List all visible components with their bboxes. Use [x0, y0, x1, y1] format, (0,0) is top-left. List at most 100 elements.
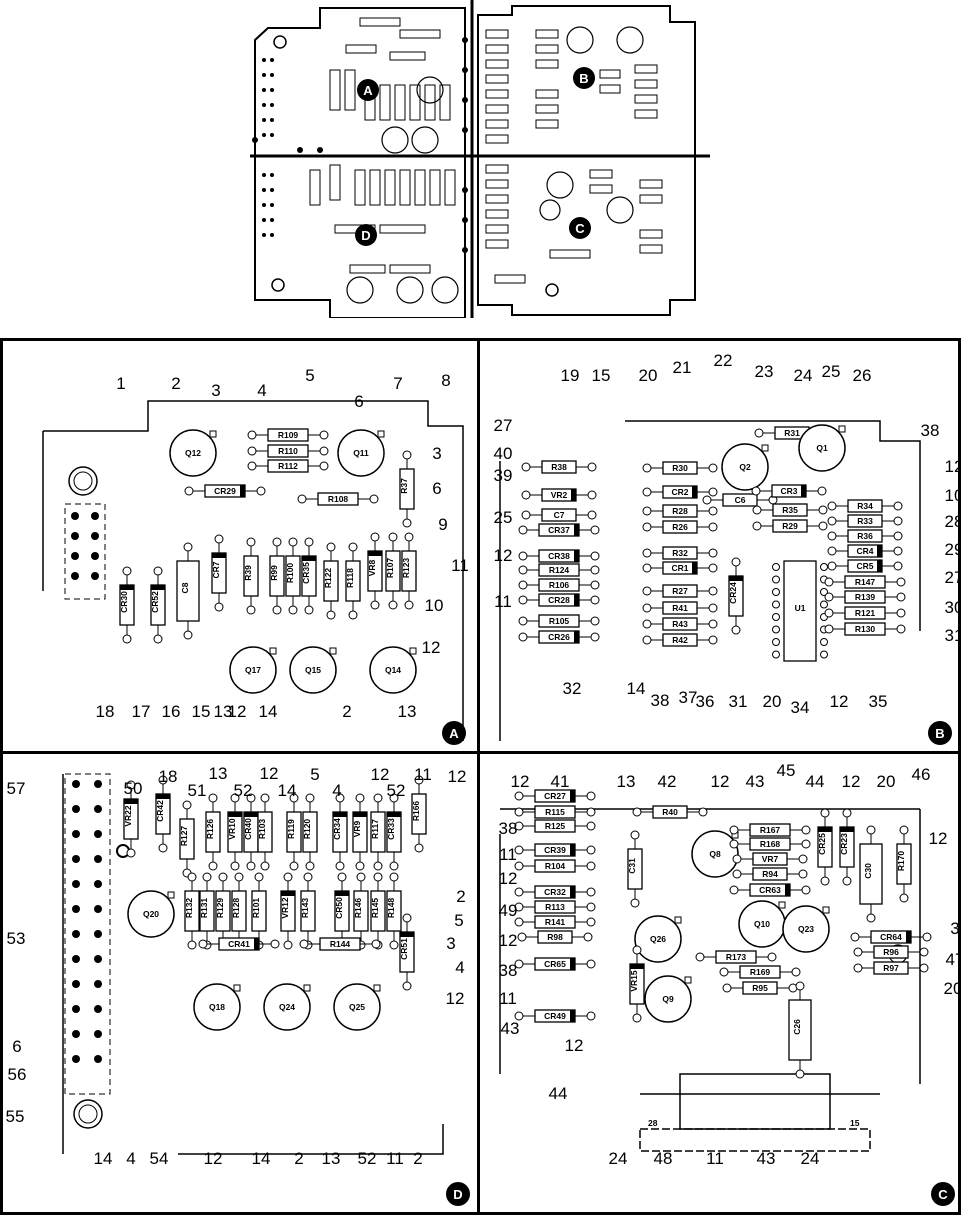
- component-r29: R29: [752, 519, 828, 533]
- component-q8: Q8: [691, 830, 739, 878]
- component-label: Q20: [143, 909, 159, 919]
- component-r105: R105: [518, 614, 600, 628]
- callout-11: 11: [706, 1149, 724, 1168]
- callout-49: 49: [499, 901, 518, 920]
- component-r101: R101: [251, 872, 267, 950]
- callout-22: 22: [714, 351, 733, 370]
- svg-text:A: A: [363, 83, 373, 98]
- component-label: R105: [549, 616, 570, 626]
- component-u1: U1: [772, 560, 828, 662]
- component-label: VR9: [352, 820, 362, 837]
- component-label: CR51: [399, 938, 409, 960]
- callout-37: 37: [679, 688, 698, 707]
- component-label: Q17: [245, 665, 261, 675]
- callout-3: 3: [211, 381, 220, 400]
- component-label: CR30: [119, 591, 129, 613]
- component-label: C30: [863, 863, 873, 879]
- component-r125: R125: [514, 819, 596, 833]
- zone-a-marker: A: [357, 79, 379, 101]
- component-c30: C30: [859, 825, 883, 923]
- component-label: CR38: [548, 551, 570, 561]
- component-label: R141: [545, 917, 566, 927]
- callout-24: 24: [794, 366, 813, 385]
- component-r35: R35: [752, 503, 828, 517]
- callout-31: 31: [729, 692, 748, 711]
- component-label: Q18: [209, 1002, 225, 1012]
- component-label: VR7: [762, 854, 779, 864]
- component-label: R100: [285, 563, 295, 584]
- component-label: R32: [672, 548, 688, 558]
- callout-30: 30: [945, 598, 958, 617]
- component-vr15: VR15: [629, 945, 645, 1023]
- component-r40: R40: [632, 805, 708, 819]
- component-r42: R42: [642, 633, 718, 647]
- component-q12: Q12: [169, 429, 217, 477]
- component-vr22: VR22: [123, 780, 139, 858]
- component-label: R31: [784, 428, 800, 438]
- component-cr42: CR42: [155, 775, 171, 853]
- callout-44: 44: [549, 1084, 568, 1103]
- component-label: R30: [672, 463, 688, 473]
- component-r34: R34: [827, 499, 903, 513]
- callout-12: 12: [499, 931, 518, 950]
- callout-12: 12: [371, 765, 390, 784]
- component-r37: R37: [399, 450, 415, 528]
- callout-26: 26: [853, 366, 872, 385]
- component-cr39: CR39: [514, 843, 596, 857]
- callout-46: 46: [912, 765, 931, 784]
- component-label: R106: [549, 580, 570, 590]
- component-label: CR24: [728, 582, 738, 604]
- component-label: R107: [385, 558, 395, 579]
- panel-c-badge: C: [938, 1187, 948, 1202]
- callout-38: 38: [651, 691, 670, 710]
- component-cr40: CR40: [243, 793, 259, 871]
- component-label: CR65: [544, 959, 566, 969]
- callout-10: 10: [425, 596, 444, 615]
- component-r146: R146: [353, 872, 369, 950]
- component-r173: R173: [695, 950, 777, 964]
- component-label: R147: [855, 577, 876, 587]
- component-r103: R103: [257, 793, 273, 871]
- component-label: CR32: [544, 887, 566, 897]
- component-r33: R33: [827, 514, 903, 528]
- component-r132: R132: [184, 872, 200, 950]
- component-r98: R98: [517, 930, 593, 944]
- component-r113: R113: [514, 900, 596, 914]
- component-r107: R107: [385, 532, 401, 610]
- component-r38: R38: [521, 460, 597, 474]
- component-label: R139: [855, 592, 876, 602]
- callout-34: 34: [791, 698, 810, 717]
- component-label: R128: [231, 898, 241, 919]
- component-c26: C26: [788, 981, 812, 1079]
- component-r120: R120: [302, 793, 318, 871]
- component-label: R104: [545, 861, 566, 871]
- callout-3: 3: [950, 919, 958, 938]
- component-label: C26: [792, 1019, 802, 1035]
- component-cr52: CR52: [150, 566, 166, 644]
- component-label: R146: [353, 898, 363, 919]
- component-cr65: CR65: [514, 957, 596, 971]
- component-label: R144: [330, 939, 351, 949]
- component-r126: R126: [205, 793, 221, 871]
- component-label: VR8: [367, 559, 377, 576]
- component-label: R37: [399, 478, 409, 494]
- svg-text:B: B: [579, 71, 588, 86]
- connector-pin-right-label: 15: [850, 1118, 860, 1128]
- component-label: R103: [257, 819, 267, 840]
- callout-45: 45: [777, 761, 796, 780]
- callout-44: 44: [806, 772, 825, 791]
- callout-10: 10: [945, 486, 958, 505]
- component-cr24: CR24: [728, 557, 744, 635]
- component-label: R130: [855, 624, 876, 634]
- component-r147: R147: [824, 575, 906, 589]
- component-q15: Q15: [289, 646, 337, 694]
- zone-c-marker: C: [569, 217, 591, 239]
- component-vr8: VR8: [367, 532, 383, 610]
- callout-14: 14: [278, 781, 297, 800]
- component-cr37: CR37: [518, 523, 600, 537]
- callout-14: 14: [259, 702, 278, 721]
- callout-31: 31: [945, 626, 958, 645]
- component-label: R99: [269, 565, 279, 581]
- component-label: Q9: [662, 994, 674, 1004]
